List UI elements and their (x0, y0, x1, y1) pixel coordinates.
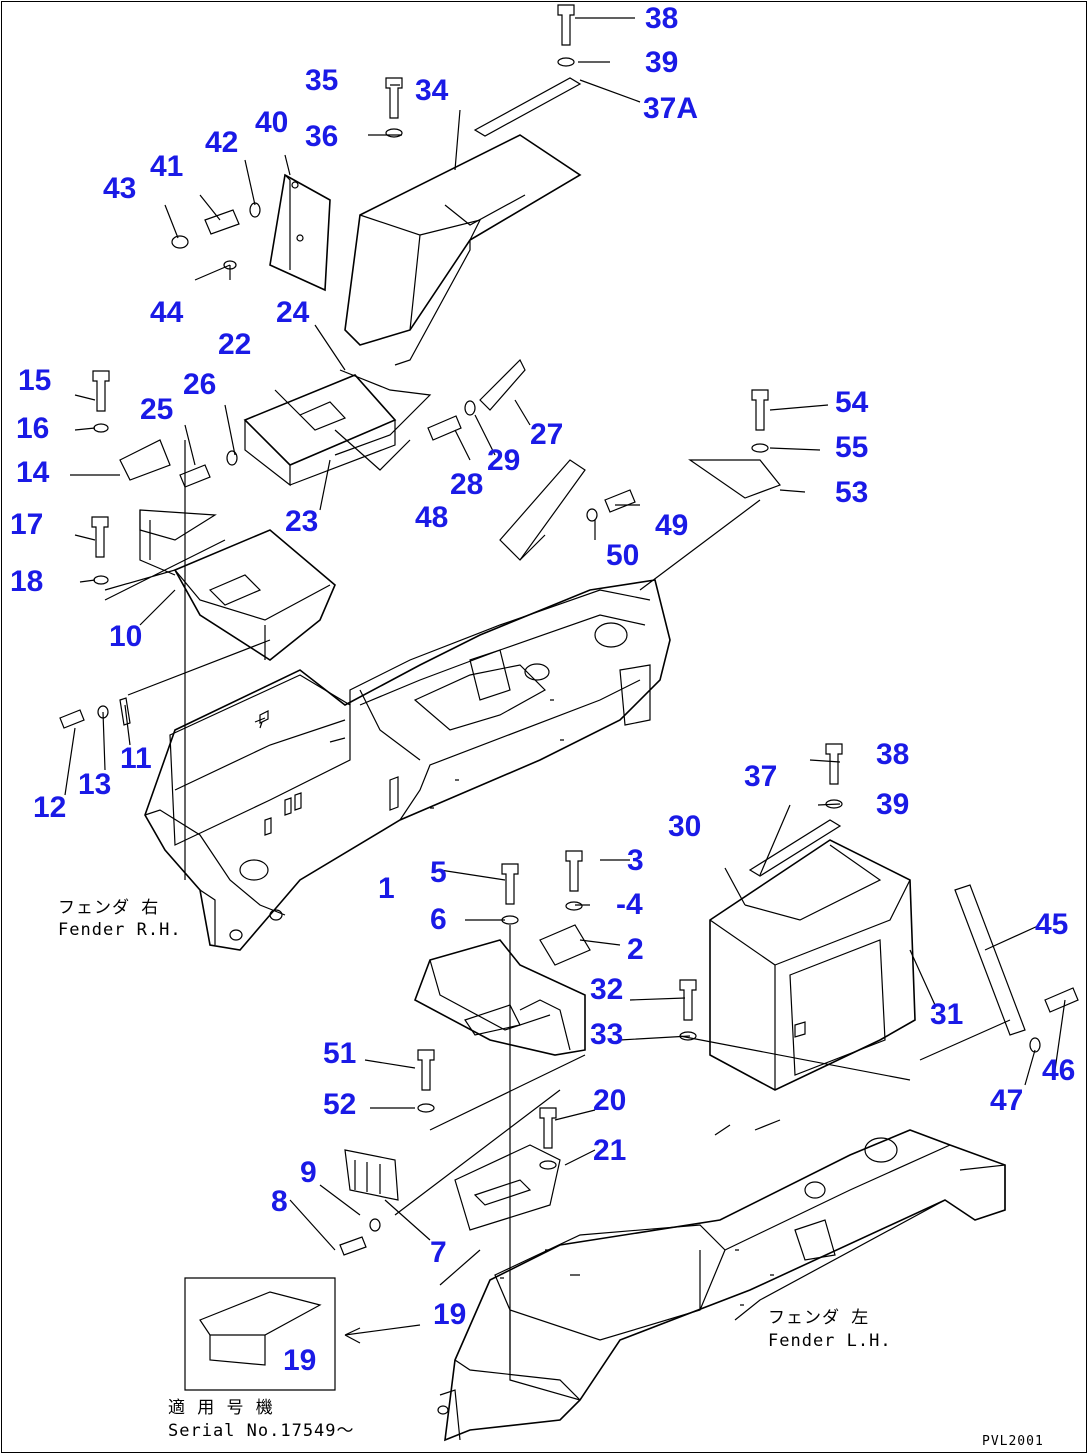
part-label-10: 10 (109, 620, 143, 653)
part-label-38-upper: 38 (645, 2, 679, 35)
part-label-48: 48 (415, 501, 449, 534)
part-label-43: 43 (103, 172, 137, 205)
part-label-32: 32 (590, 973, 624, 1006)
part-label-29: 29 (487, 444, 521, 477)
part-label-7: 7 (430, 1236, 447, 1269)
part-label-34: 34 (415, 74, 449, 107)
part-label-39-lower: 39 (876, 788, 910, 821)
fender-rh-caption-jp: フェンダ 右 (58, 898, 160, 918)
part-label-47: 47 (990, 1084, 1024, 1117)
part-label-19-inset: 19 (283, 1344, 317, 1377)
serial-caption-jp: 適 用 号 機 (168, 1398, 274, 1418)
part-label-27: 27 (530, 418, 564, 451)
leader-lines (64, 17, 1066, 1370)
part-label-49: 49 (655, 509, 689, 542)
part-label-24: 24 (276, 296, 310, 329)
plate-1 (414, 939, 586, 1056)
hardware-upper (59, 4, 781, 729)
part-label-11: 11 (120, 742, 152, 775)
part-label-41: 41 (150, 150, 184, 183)
fender-lh-frame (437, 1129, 1006, 1442)
part-label-25: 25 (140, 393, 174, 426)
part-label-6: 6 (430, 903, 447, 936)
part-label-20: 20 (593, 1084, 627, 1117)
hardware-lower (184, 743, 1079, 1391)
part-label-55: 55 (835, 431, 869, 464)
part-label-46: 46 (1042, 1054, 1076, 1087)
part-label-35: 35 (305, 64, 339, 97)
part-label-22: 22 (218, 328, 252, 361)
part-label-52: 52 (323, 1088, 357, 1121)
part-label-36: 36 (305, 120, 339, 153)
part-label-42: 42 (205, 126, 239, 159)
part-label-19-main: 19 (433, 1298, 467, 1331)
part-label-23: 23 (285, 505, 319, 538)
part-label-15: 15 (18, 364, 52, 397)
cover-34 (334, 134, 582, 456)
part-label-44: 44 (150, 296, 184, 329)
part-label-51: 51 (323, 1037, 357, 1070)
part-label-1: 1 (378, 872, 395, 905)
plate-22 (243, 374, 411, 487)
part-label-30: 30 (668, 810, 702, 843)
part-label-16: 16 (16, 412, 50, 445)
part-label-2: 2 (627, 933, 644, 966)
fender-rh-frame (144, 579, 671, 951)
part-label-13: 13 (78, 768, 112, 801)
fender-lh-caption-jp: フェンダ 左 (768, 1308, 870, 1328)
part-label-54: 54 (835, 386, 869, 419)
part-label-38-lower: 38 (876, 738, 910, 771)
part-label-4: -4 (616, 888, 643, 921)
part-label-21: 21 (593, 1134, 627, 1167)
part-label-17: 17 (10, 508, 44, 541)
fender-lh-caption-en: Fender L.H. (768, 1331, 892, 1351)
part-label-50: 50 (606, 539, 640, 572)
part-label-9: 9 (300, 1156, 317, 1189)
part-label-53: 53 (835, 476, 869, 509)
part-label-33: 33 (590, 1018, 624, 1051)
cover-30 (709, 819, 916, 1091)
part-label-45: 45 (1035, 908, 1069, 941)
bracket-40 (269, 173, 331, 292)
part-label-8: 8 (271, 1185, 288, 1218)
part-label-18: 18 (10, 565, 44, 598)
part-label-39-upper: 39 (645, 46, 679, 79)
step-box-10 (139, 509, 336, 661)
part-label-37: 37 (744, 760, 778, 793)
part-label-12: 12 (33, 791, 67, 824)
part-label-3: 3 (627, 844, 644, 877)
part-label-5: 5 (430, 856, 447, 889)
serial-caption-en: Serial No.17549～ (168, 1421, 355, 1441)
part-label-37a: 37A (643, 92, 699, 125)
part-label-26: 26 (183, 368, 217, 401)
fender-rh-caption-en: Fender R.H. (58, 920, 182, 940)
part-label-40: 40 (255, 106, 289, 139)
drawing-code: PVL2001 (982, 1434, 1044, 1449)
part-label-31: 31 (930, 998, 964, 1031)
part-label-14: 14 (16, 456, 50, 489)
part-label-28: 28 (450, 468, 484, 501)
